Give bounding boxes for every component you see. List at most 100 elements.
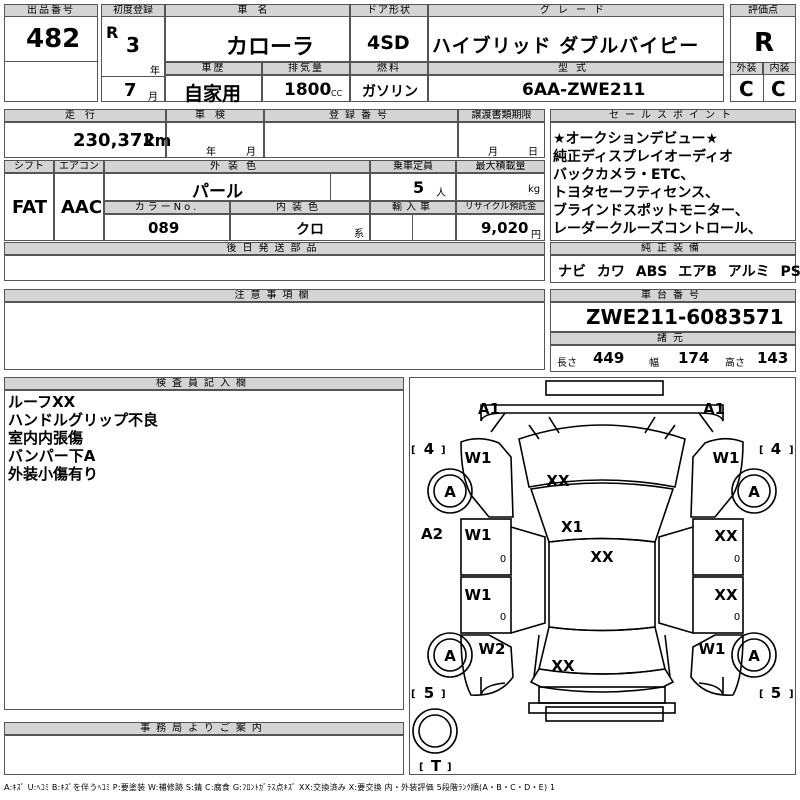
left-front-fender-code: W1: [465, 449, 492, 467]
door-label: ドア形状: [350, 4, 428, 17]
model-label: 型式: [428, 62, 724, 75]
later-parts-label: 後日発送部品: [4, 242, 545, 255]
displacement-label: 排気量: [262, 62, 350, 75]
registration-label: 初度登録: [101, 4, 165, 17]
era: R: [106, 23, 119, 42]
left-rear-fender-code: W2: [479, 640, 506, 658]
recycle-box: [456, 214, 545, 241]
bracket-spare: [: [419, 762, 424, 773]
ac: AAC: [61, 197, 103, 218]
shift-box: [4, 173, 54, 241]
office-box: [4, 735, 404, 775]
interior-grade: C: [771, 77, 786, 101]
sales-point: トヨタセーフティセンス、: [553, 185, 720, 201]
equipment-item: ABS: [635, 264, 668, 280]
chassis-box: [550, 302, 796, 332]
roof-code: XX: [590, 548, 614, 566]
interior-label: 内装: [763, 62, 796, 75]
inspection-year-unit: 年: [206, 147, 216, 158]
right-front-tire-count: 4: [771, 440, 781, 458]
bracket-left-rear-close: ]: [441, 689, 446, 700]
door-type: 4SD: [367, 32, 410, 54]
notes-label: 注意事項欄: [4, 289, 545, 302]
car-name-label: 車名: [165, 4, 350, 17]
left-front-door-code: W1: [465, 526, 492, 544]
sales-points-list: ★オークションデビュー★ 純正ディスプレイオーディオ バックカメラ・ETC、 ト…: [553, 130, 762, 238]
history-box: [165, 75, 262, 102]
grade: ハイブリッド ダブルバイビー: [432, 35, 700, 57]
car-name: カローラ: [226, 35, 315, 60]
color-box: [104, 173, 370, 201]
recycle-fee: 9,020: [481, 219, 529, 237]
width-label: 幅: [649, 358, 659, 369]
right-rear-fender-code: W1: [699, 640, 726, 658]
inspector-notes: ルーフXX ハンドルグリップ不良 室内内張傷 バンパー下A 外装小傷有り: [8, 393, 158, 483]
inspector-note: ハンドルグリップ不良: [8, 411, 159, 429]
history: 自家用: [184, 83, 242, 105]
transfer-box: [458, 122, 545, 158]
capacity-label: 乗車定員: [370, 160, 456, 173]
bracket-left-front: [: [411, 445, 416, 456]
chassis-number: ZWE211-6083571: [586, 305, 784, 329]
length: 449: [593, 349, 625, 367]
load-box: [456, 173, 545, 201]
shift: FAT: [12, 197, 48, 218]
left-rear-tire-count: 5: [424, 684, 434, 702]
transfer-label: 譲渡書類期限: [458, 109, 545, 122]
right-rear-door-code: XX: [714, 586, 738, 604]
bracket-left-front-close: ]: [441, 445, 446, 456]
damage-diagram-frame: [409, 377, 796, 775]
trunk-code: XX: [551, 657, 575, 675]
dims-box: [550, 345, 796, 372]
color-number-box: [104, 214, 230, 241]
notes-box: [4, 302, 545, 370]
front-bumper-right-code: A1: [703, 400, 725, 418]
inspection-label: 車検: [166, 109, 264, 122]
dims-label: 諸元: [550, 332, 796, 345]
fuel-box: [350, 75, 428, 102]
registration-number-box: [264, 122, 458, 158]
bracket-spare-close: ]: [447, 762, 452, 773]
bracket-right-front: [: [759, 445, 764, 456]
inspector-note: 室内内張傷: [8, 429, 84, 447]
mileage: 230,372: [73, 130, 155, 151]
bracket-right-rear: [: [759, 689, 764, 700]
fuel: ガソリン: [362, 84, 418, 100]
history-label: 車歴: [165, 62, 262, 75]
transfer-month-unit: 月: [488, 147, 498, 158]
ac-box: [54, 173, 104, 241]
later-parts-box: [4, 255, 545, 281]
sales-points-box: [550, 122, 796, 241]
color-number-label: カラーNo.: [104, 201, 230, 214]
office-label: 事務局よりご案内: [4, 722, 404, 735]
spare-label: T: [431, 757, 442, 775]
registration-number-label: 登録番号: [264, 109, 458, 122]
interior-color: クロ: [296, 222, 324, 238]
inspector-note: 外装小傷有り: [8, 465, 99, 483]
fuel-label: 燃料: [350, 62, 428, 75]
sales-point: バックカメラ・ETC、: [553, 167, 695, 183]
length-label: 長さ: [557, 358, 577, 369]
sales-point: ブラインドスポットモニター、: [553, 203, 749, 219]
equipment-item: PS: [780, 264, 800, 280]
car-damage-diagram: [ ] [ ] [ ] [ ] [ ] A1 A1 4 4 5 5 T W1 W…: [411, 380, 794, 775]
right-rear-door-minor: 0: [734, 612, 740, 623]
front-bumper-left-code: A1: [478, 400, 500, 418]
bracket-left-rear: [: [411, 689, 416, 700]
capacity-unit: 人: [436, 188, 446, 199]
exterior-label: 外装: [730, 62, 763, 75]
equipment-box: [550, 255, 796, 283]
mileage-box: [4, 122, 166, 158]
load-label: 最大積載量: [456, 160, 545, 173]
sales-point: 純正ディスプレイオーディオ: [553, 149, 734, 165]
inspection-month-unit: 月: [246, 147, 256, 158]
right-front-wheel-code: A: [748, 483, 760, 501]
equipment-item: ナビ: [558, 264, 586, 280]
exterior-color: パール: [192, 182, 243, 202]
shift-label: シフト: [4, 160, 54, 173]
left-side-code: A2: [421, 525, 443, 543]
hood-code: XX: [546, 472, 570, 490]
inspector-box: [4, 390, 404, 710]
right-front-door-minor: 0: [734, 554, 740, 565]
ac-label: エアコン: [54, 160, 104, 173]
